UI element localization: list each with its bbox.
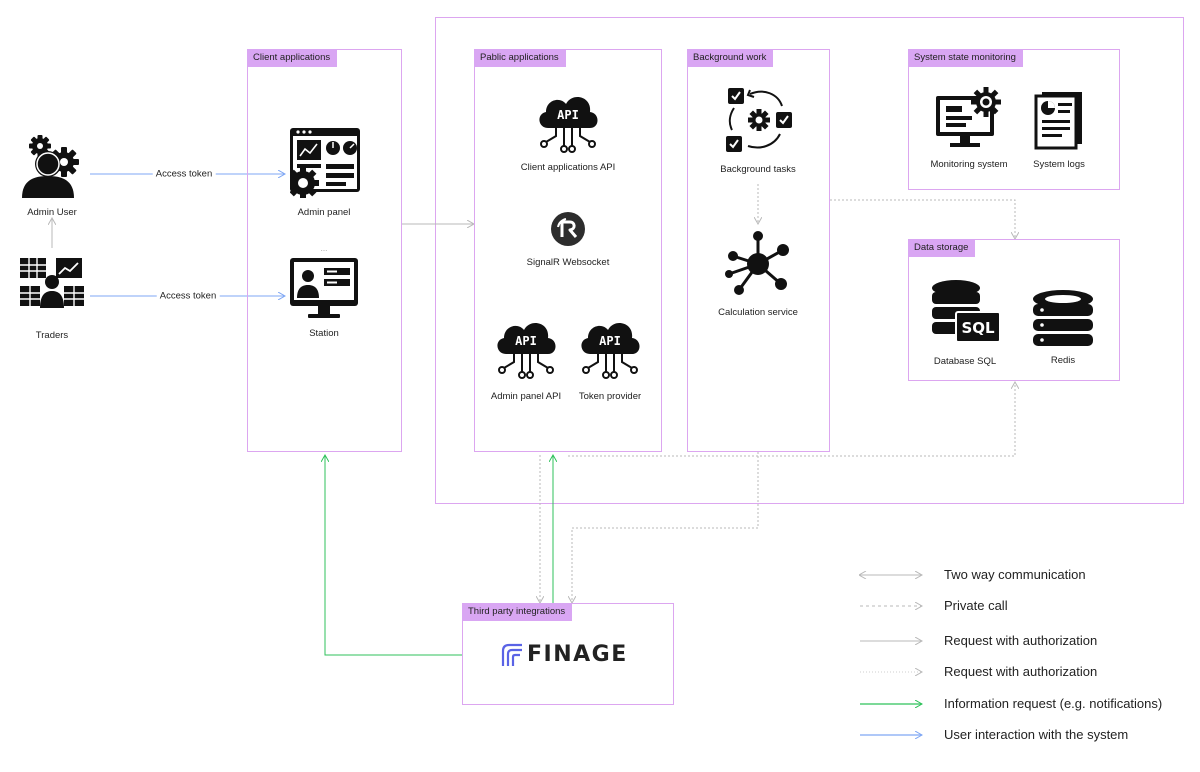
legend-information-request: Information request (e.g. notifications) [944, 696, 1163, 711]
data-storage-title: Data storage [908, 239, 976, 257]
client-applications-group: Client applications [247, 49, 402, 452]
signalr-icon [550, 211, 586, 252]
background-work-title: Background work [687, 49, 774, 67]
finage-logo-icon [500, 643, 524, 672]
client-api-label: Client applications API [520, 162, 616, 173]
token-provider-icon-text: API [599, 334, 621, 348]
signalr-label: SignalR Websocket [526, 257, 610, 268]
station-icon [290, 258, 360, 325]
third-party-group: Third party integrations [462, 603, 674, 705]
database-sql-icon-text: SQL [961, 319, 995, 337]
monitoring-system-icon [936, 86, 1004, 155]
thirdparty-to-client-line [325, 455, 462, 656]
finage-logo-text: FINAGE [527, 642, 628, 667]
legend-auth-request: Request with authorization [944, 633, 1098, 648]
third-party-title: Third party integrations [462, 603, 573, 621]
redis-label: Redis [1050, 355, 1076, 366]
admin-panel-api-icon-text: API [515, 334, 537, 348]
background-tasks-label: Background tasks [720, 164, 796, 175]
background-work-group: Background work [687, 49, 830, 452]
legend-auth-request-dotted: Request with authorization [944, 664, 1098, 679]
traders-label: Traders [35, 330, 69, 341]
admin-user-icon [18, 132, 84, 205]
monitoring-system-label: Monitoring system [930, 159, 1008, 170]
public-to-storage-line [568, 382, 1015, 457]
database-sql-icon: SQL [932, 280, 1002, 353]
background-to-storage-line [830, 199, 1015, 239]
system-boundary [435, 17, 1184, 504]
redis-icon [1032, 290, 1094, 353]
database-sql-label: Database SQL [933, 356, 997, 367]
traders-icon [20, 258, 84, 313]
system-monitoring-title: System state monitoring [908, 49, 1023, 67]
calculation-service-icon [725, 230, 791, 303]
admin-panel-api-label: Admin panel API [490, 391, 562, 402]
token-provider-cloud-icon: API [576, 314, 644, 387]
public-applications-group: Pablic applications [474, 49, 662, 452]
client-applications-title: Client applications [247, 49, 338, 67]
client-api-icon-text: API [557, 108, 579, 122]
system-monitoring-group: System state monitoring [908, 49, 1120, 190]
background-tasks-icon [724, 86, 794, 161]
traders-access-token-label: Access token [156, 290, 220, 302]
token-provider-label: Token provider [578, 391, 642, 402]
admin-user-label: Admin User [27, 207, 77, 218]
admin-panel-label: Admin panel [297, 207, 351, 218]
legend-private-call: Private call [944, 598, 1008, 613]
system-logs-label: System logs [1033, 159, 1085, 170]
station-label: Station [309, 328, 339, 339]
legend-user-interaction: User interaction with the system [944, 727, 1129, 742]
station-marker: ... [320, 244, 328, 253]
system-logs-icon [1034, 90, 1084, 155]
legend-two-way: Two way communication [944, 567, 1086, 582]
admin-access-token-label: Access token [152, 168, 216, 180]
data-storage-group: Data storage [908, 239, 1120, 381]
public-applications-title: Pablic applications [474, 49, 566, 67]
admin-panel-icon [287, 128, 362, 203]
calculation-service-label: Calculation service [718, 307, 798, 318]
calc-to-thirdparty-line [572, 452, 759, 603]
client-api-cloud-icon: API [534, 88, 602, 161]
admin-panel-api-cloud-icon: API [492, 314, 560, 387]
